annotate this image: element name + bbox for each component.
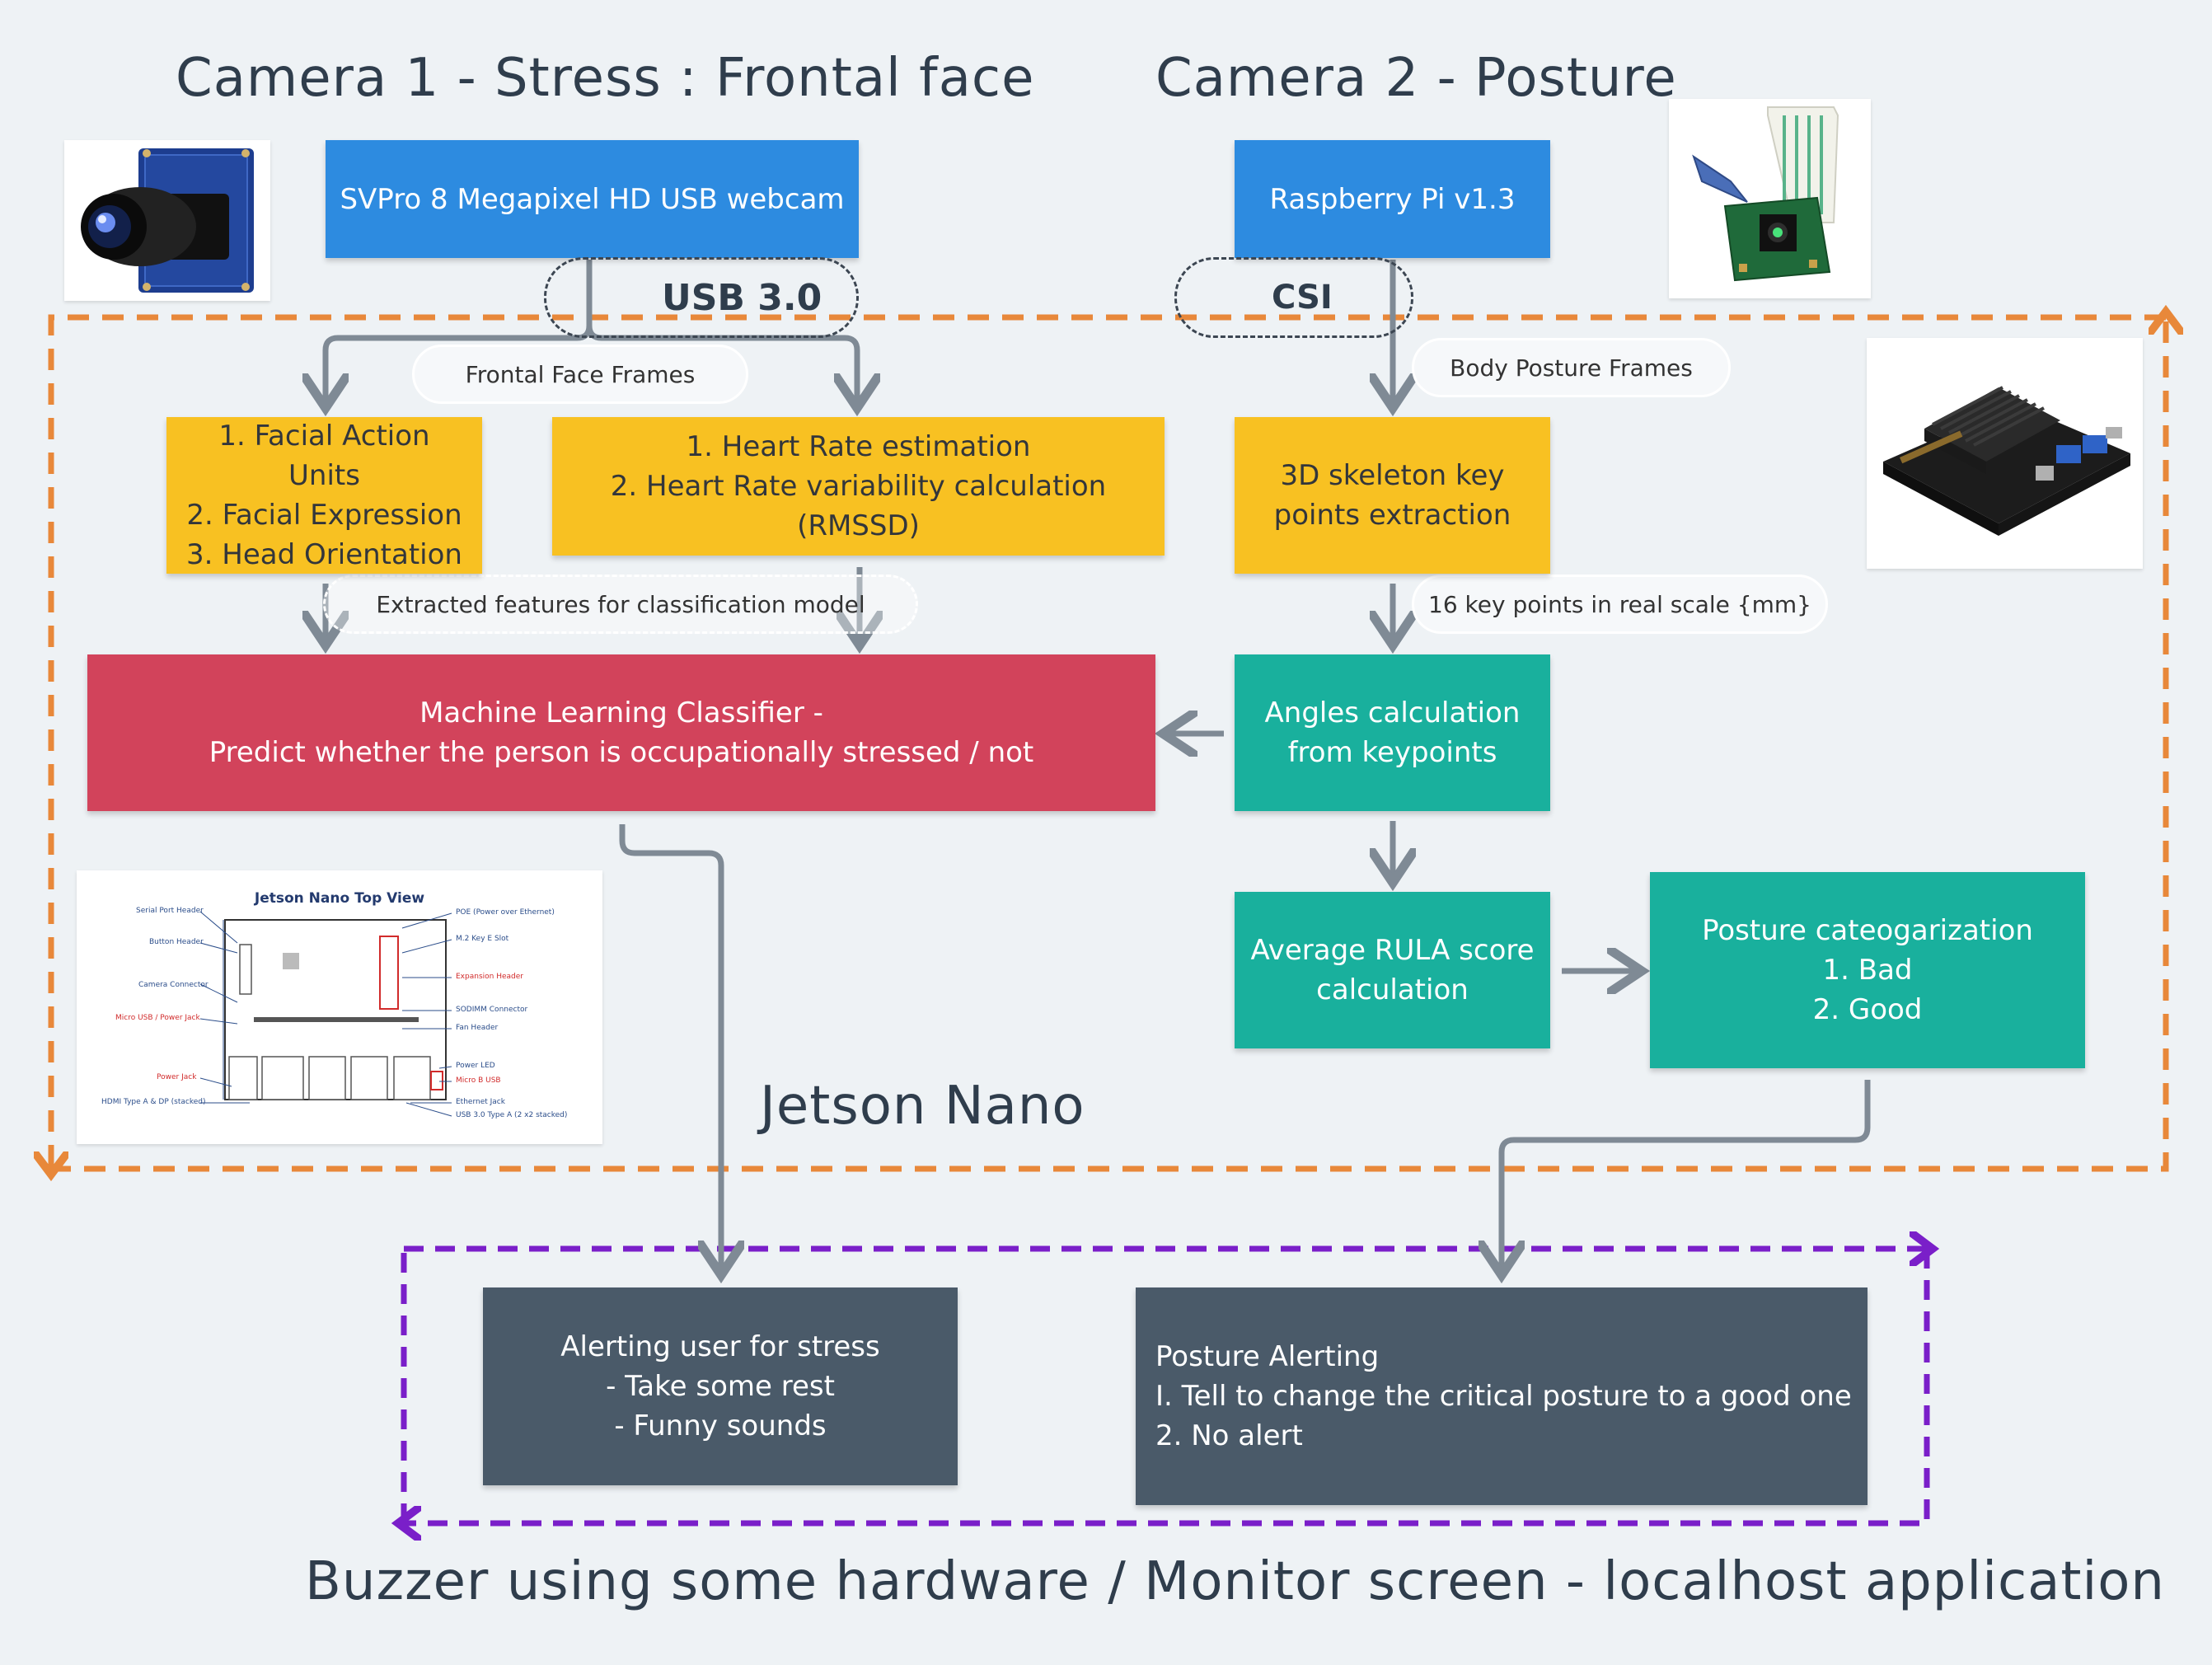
jetson-heading: Jetson Nano bbox=[760, 1076, 1085, 1137]
facial-line-2: 2. Facial Expression bbox=[186, 499, 462, 532]
webcam-device-box: SVPro 8 Megapixel HD USB webcam bbox=[326, 140, 859, 258]
rula-box: Average RULA score calculation bbox=[1235, 892, 1550, 1048]
posture-cat-line-2: 1. Bad bbox=[1822, 954, 1913, 987]
label-micro-b-usb: Micro B USB bbox=[456, 1076, 501, 1085]
jetson-top-view-photo: Jetson Nano Top View Serial Port Header … bbox=[77, 870, 602, 1144]
posture-alert-line-1: Posture Alerting bbox=[1155, 1340, 1380, 1373]
extracted-features-label: Extracted features for classification mo… bbox=[323, 575, 918, 634]
raspberry-device-label: Raspberry Pi v1.3 bbox=[1269, 182, 1516, 216]
classifier-line-1: Machine Learning Classifier - bbox=[419, 696, 823, 729]
body-frames-label: Body Posture Frames bbox=[1412, 338, 1731, 397]
raspberry-camera-photo bbox=[1669, 99, 1871, 298]
heart-rate-box: 1. Heart Rate estimation 2. Heart Rate v… bbox=[552, 417, 1165, 556]
classifier-stress-alert-connector bbox=[619, 824, 721, 1269]
label-ethernet: Ethernet Jack bbox=[456, 1098, 505, 1106]
camera2-heading: Camera 2 - Posture bbox=[1155, 48, 1677, 109]
label-poe: POE (Power over Ethernet) bbox=[456, 908, 555, 917]
jetson-board-icon bbox=[1883, 386, 2130, 536]
stress-alert-box: Alerting user for stress - Take some res… bbox=[483, 1287, 958, 1485]
jetson-board-photo bbox=[1867, 338, 2143, 569]
posture-cat-line-1: Posture cateogarization bbox=[1702, 914, 2033, 947]
webcam-photo bbox=[64, 140, 270, 301]
usb-interface-label: USB 3.0 bbox=[662, 276, 822, 319]
usb-interface-tag: USB 3.0 bbox=[544, 257, 859, 338]
label-power-led: Power LED bbox=[456, 1062, 495, 1070]
raspberry-device-box: Raspberry Pi v1.3 bbox=[1235, 140, 1550, 258]
heart-line-1: 1. Heart Rate estimation bbox=[686, 430, 1031, 463]
angles-line-2: from keypoints bbox=[1287, 736, 1497, 769]
posture-cat-line-3: 2. Good bbox=[1812, 993, 1923, 1026]
output-group-boundary bbox=[404, 1249, 1927, 1523]
heart-line-2: 2. Heart Rate variability calculation (R… bbox=[610, 470, 1107, 542]
webcam-icon bbox=[81, 148, 254, 293]
posture-alert-box: Posture Alerting I. Tell to change the c… bbox=[1136, 1287, 1868, 1505]
label-power-jack: Power Jack bbox=[157, 1073, 197, 1081]
label-usb3: USB 3.0 Type A (2 x2 stacked) bbox=[456, 1111, 568, 1119]
jetson-group-boundary bbox=[49, 317, 2166, 1169]
usb-heart-connector bbox=[586, 325, 857, 402]
top-view-title: Jetson Nano Top View bbox=[254, 890, 425, 907]
output-heading: Buzzer using some hardware / Monitor scr… bbox=[305, 1551, 2165, 1612]
board-outline-icon bbox=[199, 911, 452, 1117]
rula-line-1: Average RULA score bbox=[1250, 934, 1535, 967]
camera1-heading: Camera 1 - Stress : Frontal face bbox=[176, 48, 1035, 109]
skeleton-line-1: 3D skeleton key bbox=[1280, 459, 1505, 492]
webcam-device-label: SVPro 8 Megapixel HD USB webcam bbox=[340, 182, 845, 216]
keypoints-scale-text: 16 key points in real scale {mm} bbox=[1428, 590, 1811, 618]
csi-interface-label: CSI bbox=[1272, 279, 1333, 317]
label-micro-usb-power: Micro USB / Power Jack bbox=[115, 1014, 200, 1022]
csi-interface-tag: CSI bbox=[1174, 257, 1413, 338]
posture-alert-line-3: 2. No alert bbox=[1155, 1419, 1303, 1452]
label-expansion-header: Expansion Header bbox=[456, 973, 523, 981]
frontal-frames-text: Frontal Face Frames bbox=[465, 360, 696, 388]
stress-alert-line-1: Alerting user for stress bbox=[560, 1330, 880, 1363]
stress-alert-line-2: - Take some rest bbox=[606, 1370, 835, 1403]
label-m2-key: M.2 Key E Slot bbox=[456, 935, 509, 943]
keypoints-scale-label: 16 key points in real scale {mm} bbox=[1412, 575, 1828, 634]
angles-box: Angles calculation from keypoints bbox=[1235, 654, 1550, 811]
angles-line-1: Angles calculation bbox=[1264, 696, 1521, 729]
label-serial-port: Serial Port Header bbox=[136, 907, 204, 915]
label-hdmi: HDMI Type A & DP (stacked) bbox=[101, 1098, 206, 1106]
classifier-box: Machine Learning Classifier - Predict wh… bbox=[87, 654, 1155, 811]
facial-analysis-box: 1. Facial Action Units 2. Facial Express… bbox=[166, 417, 482, 574]
label-sodimm: SODIMM Connector bbox=[456, 1006, 528, 1014]
rula-line-2: calculation bbox=[1316, 973, 1469, 1006]
extracted-features-text: Extracted features for classification mo… bbox=[376, 590, 865, 618]
stress-alert-line-3: - Funny sounds bbox=[614, 1409, 827, 1442]
facial-line-3: 3. Head Orientation bbox=[186, 538, 462, 571]
body-frames-text: Body Posture Frames bbox=[1450, 354, 1693, 382]
classifier-line-2: Predict whether the person is occupation… bbox=[209, 736, 1034, 769]
posture-alert-connector bbox=[1502, 1080, 1871, 1269]
label-fan-header: Fan Header bbox=[456, 1024, 499, 1032]
label-camera-connector: Camera Connector bbox=[138, 981, 209, 989]
skeleton-line-2: points extraction bbox=[1273, 499, 1511, 532]
skeleton-box: 3D skeleton key points extraction bbox=[1235, 417, 1550, 574]
raspberry-camera-icon bbox=[1692, 106, 1839, 282]
posture-categorization-box: Posture cateogarization 1. Bad 2. Good bbox=[1650, 872, 2085, 1068]
posture-alert-line-2: I. Tell to change the critical posture t… bbox=[1155, 1380, 1852, 1413]
frontal-frames-label: Frontal Face Frames bbox=[412, 345, 748, 404]
label-button-header: Button Header bbox=[149, 938, 204, 946]
facial-line-1: 1. Facial Action Units bbox=[218, 420, 430, 492]
